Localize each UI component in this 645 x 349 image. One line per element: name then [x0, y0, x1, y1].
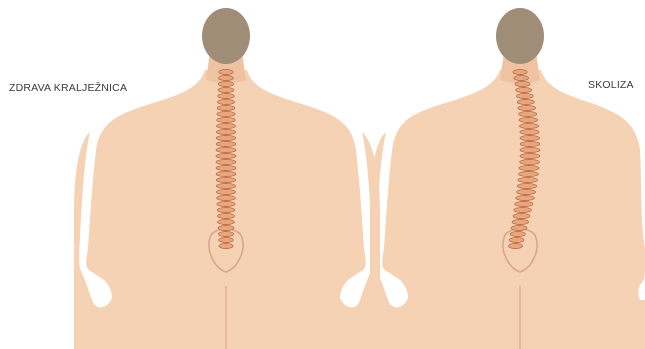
- healthy-vertebra: [219, 69, 233, 74]
- scoliosis-vertebra: [518, 177, 538, 182]
- healthy-vertebra: [216, 171, 236, 176]
- healthy-vertebra: [217, 207, 235, 212]
- scoliosis-vertebra: [511, 225, 527, 230]
- scoliosis-vertebra: [514, 75, 529, 80]
- healthy-vertebra: [216, 141, 236, 146]
- scoliosis-vertebra: [517, 99, 534, 104]
- scoliosis-vertebra: [518, 105, 536, 110]
- healthy-vertebra: [219, 75, 234, 80]
- healthy-vertebra: [217, 105, 235, 110]
- scoliosis-vertebra: [520, 135, 540, 140]
- scoliosis-vertebra: [512, 219, 529, 224]
- scoliosis-vertebra: [517, 189, 536, 194]
- label-scoliosis: SKOLIZA: [588, 80, 634, 91]
- scoliosis-vertebra: [519, 111, 537, 116]
- figure-healthy: [74, 8, 380, 349]
- scoliosis-vertebra: [517, 93, 534, 98]
- healthy-vertebra: [216, 183, 235, 188]
- healthy-vertebra: [217, 189, 236, 194]
- scoliosis-vertebra: [520, 147, 540, 152]
- scoliosis-vertebra: [520, 141, 540, 146]
- healthy-vertebra: [219, 243, 233, 248]
- healthy-vertebra: [219, 237, 234, 242]
- scoliosis-vertebra: [516, 195, 535, 200]
- scoliosis-vertebra: [520, 123, 539, 128]
- healthy-vertebra: [216, 165, 236, 170]
- scoliosis-vertebra: [515, 81, 530, 86]
- scoliosis-vertebra: [509, 237, 524, 242]
- healthy-vertebra: [218, 99, 235, 104]
- healthy-vertebra: [218, 81, 233, 86]
- healthy-vertebra: [216, 129, 235, 134]
- healthy-vertebra: [218, 225, 234, 230]
- scoliosis-vertebra: [509, 243, 523, 248]
- healthy-vertebra: [218, 219, 235, 224]
- healthy-vertebra: [216, 135, 236, 140]
- healthy-vertebra: [217, 201, 235, 206]
- figure-scoliosis: [370, 8, 645, 349]
- healthy-vertebra: [216, 177, 236, 182]
- scoliosis-vertebra: [519, 117, 538, 122]
- healthy-vertebra: [218, 87, 234, 92]
- scoliosis-vertebra: [520, 153, 540, 158]
- scoliosis-vertebra: [519, 171, 539, 176]
- healthy-vertebra: [217, 195, 236, 200]
- scoliosis-vertebra: [513, 69, 527, 74]
- head-scoliosis: [496, 8, 544, 64]
- scoliosis-vertebra: [516, 87, 532, 92]
- healthy-vertebra: [218, 213, 235, 218]
- scoliosis-vertebra: [520, 159, 540, 164]
- scoliosis-vertebra: [519, 165, 539, 170]
- scoliosis-vertebra: [514, 207, 532, 212]
- scoliosis-vertebra: [515, 201, 533, 206]
- scoliosis-vertebra: [520, 129, 539, 134]
- healthy-vertebra: [216, 147, 236, 152]
- healthy-vertebra: [217, 117, 236, 122]
- healthy-vertebra: [217, 111, 235, 116]
- scoliosis-vertebra: [513, 213, 530, 218]
- scoliosis-vertebra: [510, 231, 525, 236]
- healthy-vertebra: [216, 159, 236, 164]
- head-healthy: [202, 8, 250, 64]
- scoliosis-vertebra: [517, 183, 536, 188]
- healthy-vertebra: [218, 93, 235, 98]
- healthy-vertebra: [218, 231, 233, 236]
- healthy-vertebra: [216, 153, 236, 158]
- label-healthy-spine: ZDRAVA KRALJEŽNICA: [9, 83, 127, 94]
- healthy-vertebra: [217, 123, 236, 128]
